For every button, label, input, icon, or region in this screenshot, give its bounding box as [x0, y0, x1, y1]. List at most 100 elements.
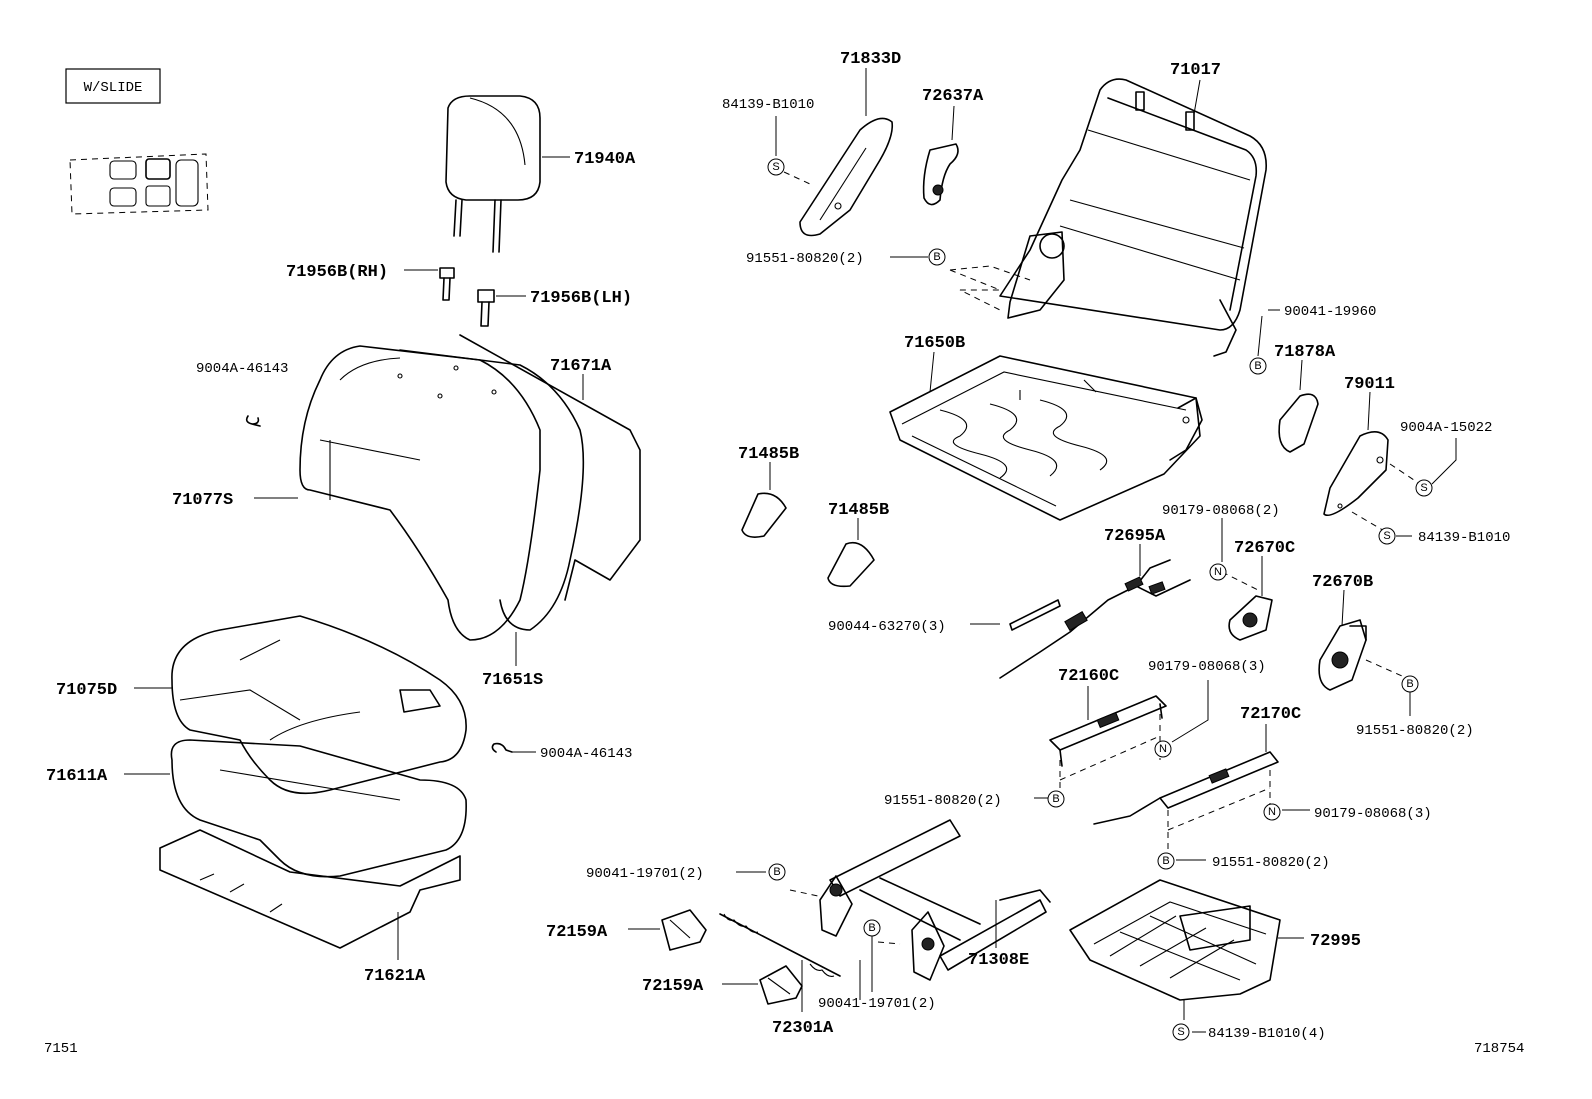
seatback-frame — [999, 78, 1267, 357]
label-71075D: 71075D — [56, 681, 117, 700]
hinge-cover-71833D — [799, 117, 894, 237]
label-90041-19960: 90041-19960 — [1284, 304, 1376, 320]
cable-band — [1009, 599, 1061, 631]
leader-lines — [124, 68, 1457, 1033]
clip-mid — [491, 742, 513, 753]
variant-box: W/SLIDE — [65, 68, 161, 104]
symbol-n-3: N — [1263, 803, 1281, 821]
label-90179-08068-3-a: 90179-08068(3) — [1148, 659, 1266, 675]
label-71485B-b: 71485B — [828, 501, 889, 520]
svg-text:N: N — [1159, 743, 1167, 755]
adjuster-rod — [719, 913, 841, 977]
label-9004A-15022: 9004A-15022 — [1400, 420, 1492, 436]
svg-text:N: N — [1214, 566, 1222, 578]
symbol-s-3: S — [1378, 527, 1396, 545]
svg-text:B: B — [1162, 855, 1169, 867]
label-71956B-rh: 71956B(RH) — [286, 263, 388, 282]
symbol-s-4: S — [1172, 1023, 1190, 1041]
svg-text:B: B — [1052, 793, 1059, 805]
dash-adjuster-a — [789, 889, 819, 897]
svg-text:S: S — [1383, 530, 1390, 542]
label-71651S: 71651S — [482, 671, 543, 690]
label-90041-19701-2-a: 90041-19701(2) — [586, 866, 704, 882]
rail-dash-2 — [1167, 770, 1271, 850]
svg-text:B: B — [1406, 678, 1413, 690]
cover-71485B-a — [741, 492, 787, 538]
label-72670B: 72670B — [1312, 573, 1373, 592]
symbol-n-2: N — [1154, 740, 1172, 758]
symbol-b-3: B — [1401, 675, 1419, 693]
label-72160C: 72160C — [1058, 667, 1119, 686]
bracket-72637A — [922, 143, 959, 206]
clip-top — [245, 415, 261, 427]
svg-text:B: B — [933, 251, 940, 263]
label-79011: 79011 — [1344, 375, 1395, 394]
cushion-sheet — [159, 829, 461, 949]
label-72159A-b: 72159A — [642, 977, 704, 996]
cover-72159A-b — [759, 965, 803, 1005]
symbol-b-4: B — [1047, 790, 1065, 808]
dash-frame — [949, 265, 1031, 311]
rail-dash-1 — [1059, 714, 1161, 800]
label-90044-63270-3: 90044-63270(3) — [828, 619, 946, 635]
cover-72159A-a — [661, 909, 707, 951]
label-71485B-a: 71485B — [738, 445, 799, 464]
symbol-s-2: S — [1415, 479, 1433, 497]
svg-text:B: B — [773, 866, 780, 878]
headrest-support-rh — [439, 267, 455, 301]
under-tray — [1069, 879, 1281, 1001]
label-84139-B1010-top: 84139-B1010 — [722, 97, 814, 113]
label-71308E: 71308E — [968, 951, 1029, 970]
label-71956B-lh: 71956B(LH) — [530, 289, 632, 308]
symbol-b-2: B — [1249, 357, 1267, 375]
label-72170C: 72170C — [1240, 705, 1301, 724]
label-72995: 72995 — [1310, 932, 1361, 951]
label-71017: 71017 — [1170, 61, 1221, 80]
label-91551-80820-2-right: 91551-80820(2) — [1356, 723, 1474, 739]
label-90041-19701-2-b: 90041-19701(2) — [818, 996, 936, 1012]
cover-71878A — [1278, 393, 1319, 453]
seat-adjuster — [819, 819, 1051, 981]
label-90179-08068-3-b: 90179-08068(3) — [1314, 806, 1432, 822]
cushion-frame — [889, 355, 1203, 521]
label-71077S: 71077S — [172, 491, 233, 510]
label-72637A: 72637A — [922, 87, 984, 106]
dash-72670B — [1365, 659, 1403, 677]
cover-71485B-b — [827, 541, 875, 588]
headrest — [445, 95, 541, 253]
seat-rail-72160C — [1049, 695, 1167, 767]
dash-79011 — [1351, 463, 1421, 533]
symbol-b-1: B — [928, 248, 946, 266]
label-91551-80820-2-top: 91551-80820(2) — [746, 251, 864, 267]
seat-back — [299, 334, 641, 641]
label-9004A-46143-mid: 9004A-46143 — [540, 746, 632, 762]
label-71671A: 71671A — [550, 357, 612, 376]
cover-79011 — [1323, 431, 1389, 517]
label-84139-B1010-right: 84139-B1010 — [1418, 530, 1510, 546]
svg-text:S: S — [1420, 482, 1427, 494]
svg-text:S: S — [772, 161, 779, 173]
label-9004A-46143-top: 9004A-46143 — [196, 361, 288, 377]
variant-label: W/SLIDE — [84, 80, 143, 96]
symbol-b-6: B — [768, 863, 786, 881]
symbol-n-1: N — [1209, 563, 1227, 581]
headrest-support-lh — [477, 289, 495, 327]
label-71878A: 71878A — [1274, 343, 1336, 362]
cushion-pad — [170, 739, 467, 878]
label-90179-08068-2: 90179-08068(2) — [1162, 503, 1280, 519]
dash-hinge — [783, 171, 811, 185]
label-72670C: 72670C — [1234, 539, 1295, 558]
lock-72670C — [1228, 595, 1273, 641]
symbol-b-7: B — [863, 919, 881, 937]
label-91551-80820-2-mid: 91551-80820(2) — [884, 793, 1002, 809]
label-71833D: 71833D — [840, 50, 901, 69]
svg-text:N: N — [1268, 806, 1276, 818]
label-91551-80820-2-low: 91551-80820(2) — [1212, 855, 1330, 871]
svg-text:B: B — [868, 922, 875, 934]
dash-adjuster-b — [877, 941, 901, 945]
label-71940A: 71940A — [574, 150, 636, 169]
dash-72670C — [1221, 571, 1259, 591]
footer-right-code: 718754 — [1474, 1041, 1524, 1057]
label-72695A: 72695A — [1104, 527, 1166, 546]
